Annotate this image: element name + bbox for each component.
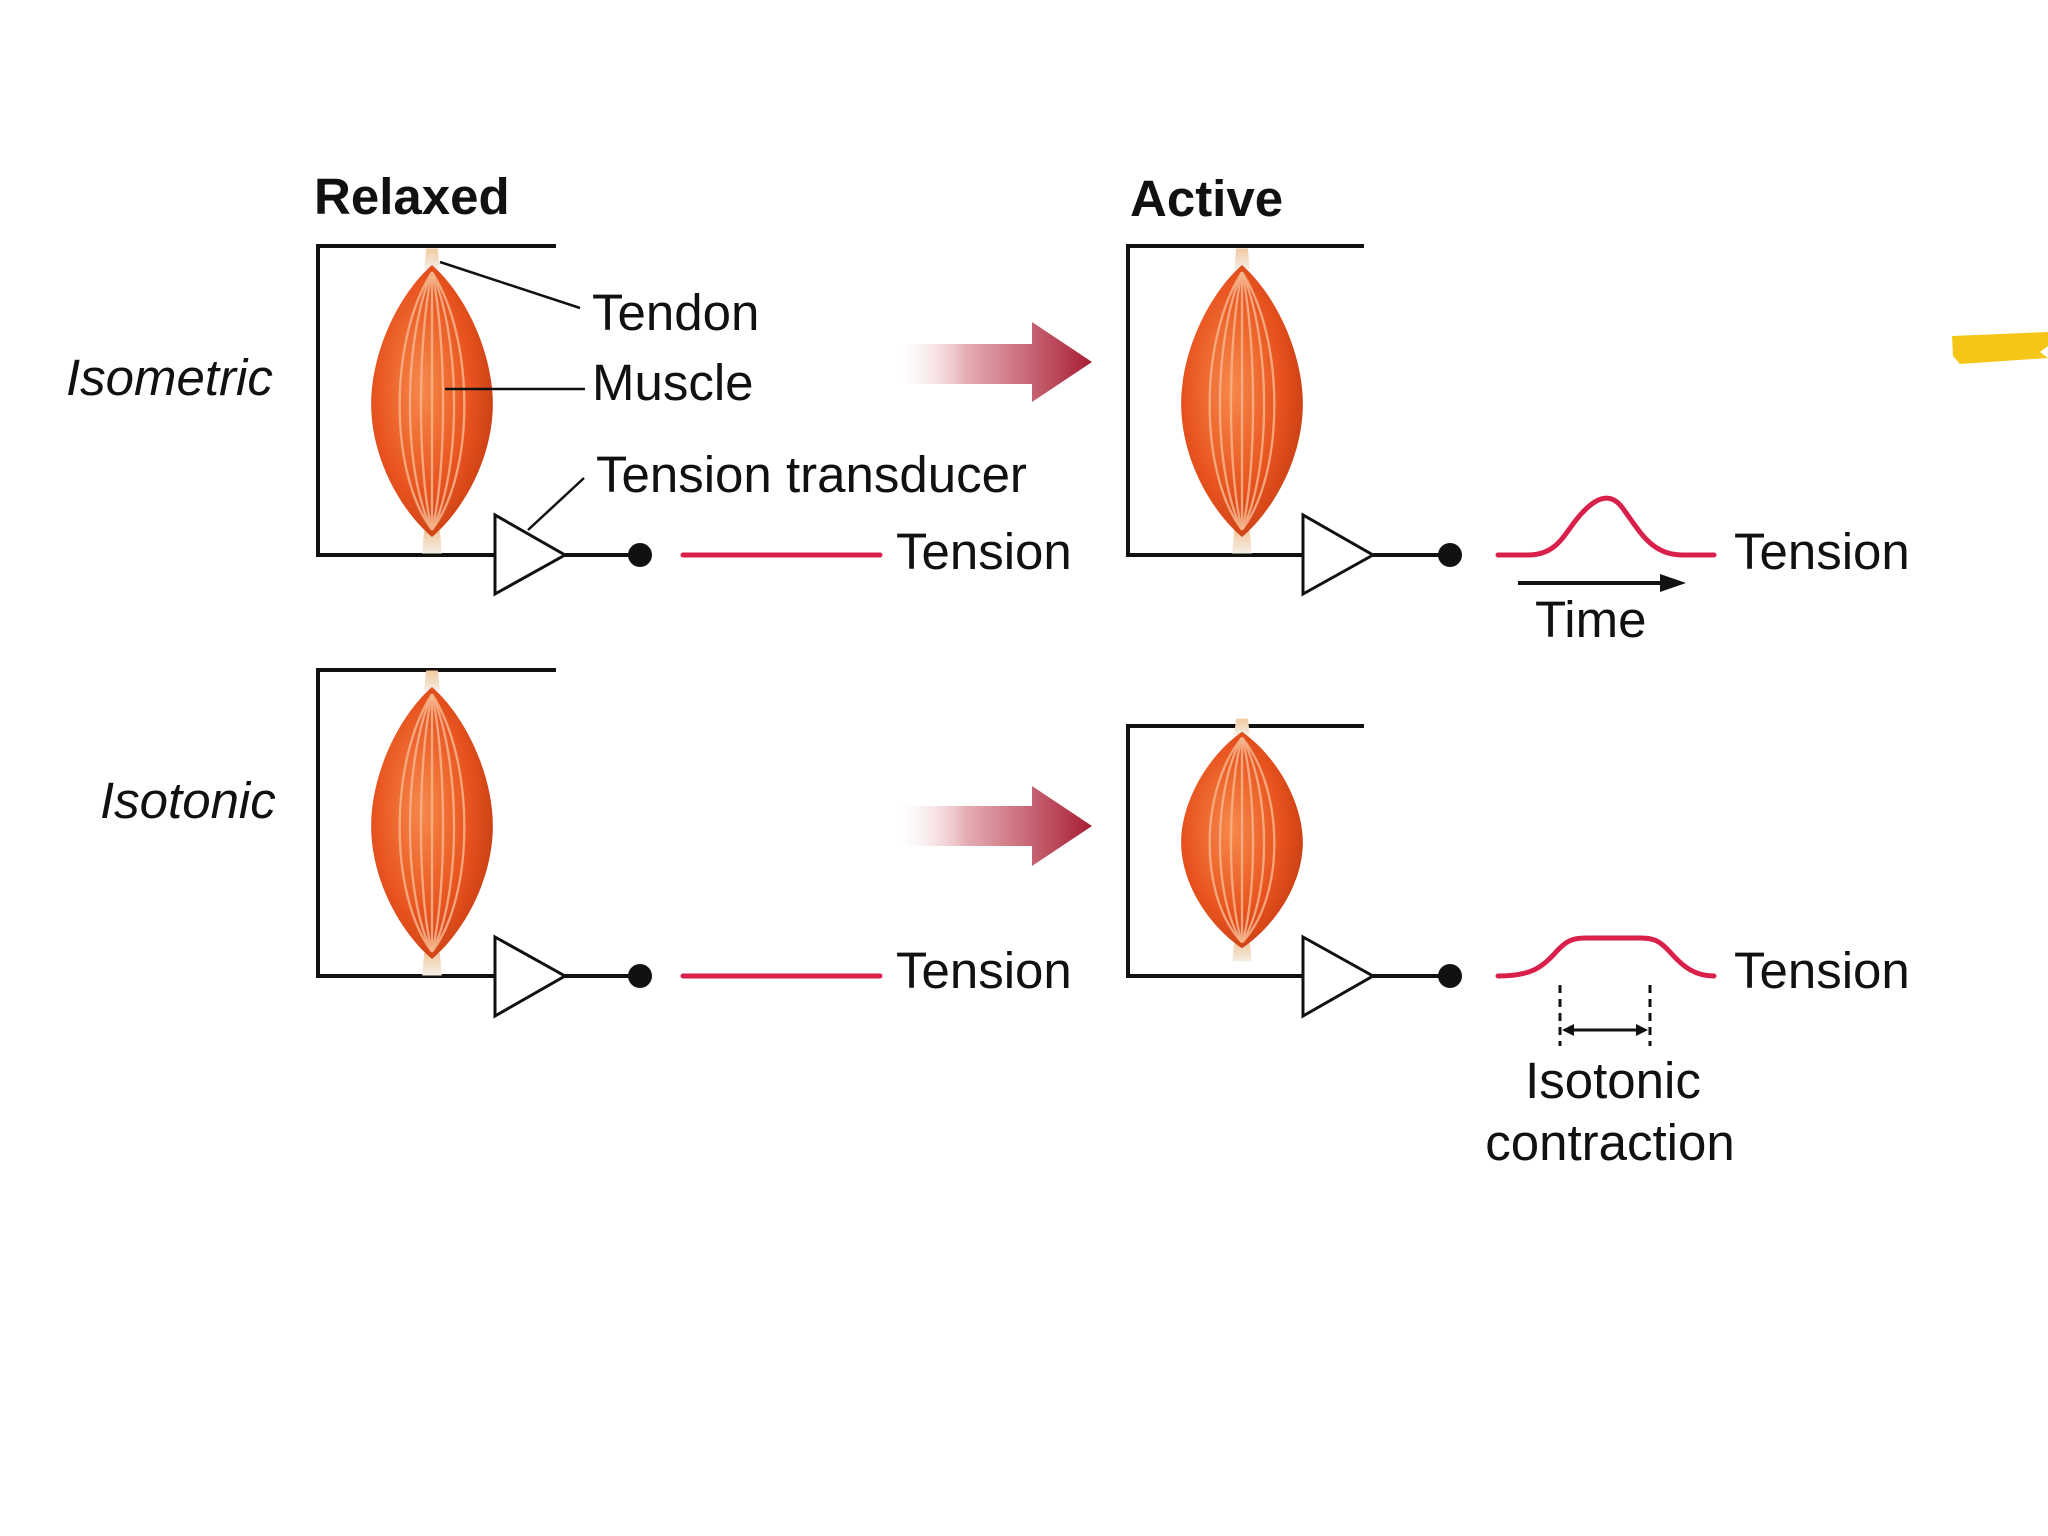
isotonic-row-label: Isotonic — [100, 772, 276, 829]
tension-label: Tension — [1734, 523, 1910, 580]
tendon-label: Tendon — [592, 284, 759, 341]
tension-trace-plateau — [1495, 935, 1717, 979]
isometric-row-label: Isometric — [66, 349, 273, 406]
terminal-dot — [628, 543, 652, 567]
tension-transducer-icon — [1301, 512, 1377, 597]
transducer-leader-line — [527, 477, 585, 531]
tension-trace-peak — [1495, 495, 1717, 558]
time-label: Time — [1535, 591, 1646, 648]
tension-label: Tension — [1734, 942, 1910, 999]
transition-arrow-icon — [898, 786, 1092, 866]
isotonic-contraction-label-line1: Isotonic — [1525, 1052, 1701, 1109]
tension-transducer-icon — [493, 512, 569, 597]
active-header: Active — [1130, 170, 1283, 227]
muscle-isometric-active — [1179, 247, 1305, 555]
tendon-leader-line — [439, 260, 581, 310]
terminal-dot — [628, 964, 652, 988]
isotonic-contraction-label-line2: contraction — [1485, 1114, 1734, 1171]
tension-label: Tension — [896, 942, 1072, 999]
isotonic-relaxed-setup — [316, 668, 883, 1019]
duration-arrow-left-icon — [1562, 1024, 1574, 1036]
muscle-label: Muscle — [592, 354, 754, 411]
transition-arrow-icon — [898, 322, 1092, 402]
time-arrow-head-icon — [1660, 574, 1686, 592]
transducer-label: Tension transducer — [596, 446, 1027, 503]
isometric-relaxed-setup — [316, 244, 883, 597]
muscle-isotonic-relaxed — [369, 669, 495, 977]
highlight-mark — [1952, 332, 2048, 364]
muscle-isometric-relaxed — [369, 247, 495, 555]
isotonic-active-setup: Isotonic contraction — [1126, 717, 1735, 1171]
terminal-dot — [1438, 543, 1462, 567]
terminal-dot — [1438, 964, 1462, 988]
isometric-active-setup: Time — [1126, 244, 1717, 648]
relaxed-header: Relaxed — [314, 168, 510, 225]
muscle-isotonic-active — [1179, 717, 1305, 963]
duration-arrow-right-icon — [1636, 1024, 1648, 1036]
tension-label: Tension — [896, 523, 1072, 580]
tension-transducer-icon — [1301, 934, 1377, 1019]
tension-transducer-icon — [493, 934, 569, 1019]
